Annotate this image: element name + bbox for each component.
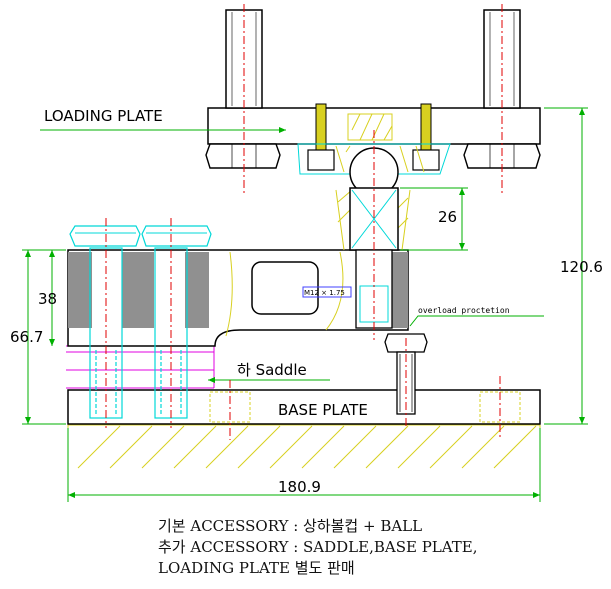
- overload-label: overload proctetion: [418, 306, 510, 315]
- saddle-label: 하 Saddle: [237, 361, 307, 379]
- caption-line-3: LOADING PLATE 별도 판매: [158, 559, 355, 577]
- foundation-hatch: [67, 424, 541, 469]
- load-cell-body: M12 × 1.75: [67, 249, 409, 347]
- technical-drawing: BASE PLATE 하 Saddle M12 × 1.75: [10, 4, 603, 502]
- saddle: [66, 345, 215, 389]
- left-bolts: [69, 225, 212, 419]
- caption-line-2: 추가 ACCESSORY : SADDLE,BASE PLATE,: [158, 538, 478, 556]
- base-plate-label: BASE PLATE: [278, 401, 368, 419]
- dim-180-9: 180.9: [278, 478, 321, 496]
- thread-box: [302, 286, 352, 298]
- dimensions: [22, 107, 588, 502]
- caption-line-1: 기본 ACCESSORY : 상하볼컵 + BALL: [158, 517, 423, 535]
- base-plate: BASE PLATE: [67, 389, 541, 425]
- loading-plate-label: LOADING PLATE: [44, 107, 163, 125]
- thread-label: M12 × 1.75: [304, 289, 345, 297]
- dim-120-6: 120.6: [560, 258, 603, 276]
- center-lines: [105, 4, 503, 440]
- dim-66-7: 66.7: [10, 328, 43, 346]
- caption: 기본 ACCESSORY : 상하볼컵 + BALL 추가 ACCESSORY …: [158, 516, 608, 579]
- dim-26: 26: [438, 208, 457, 226]
- overload-leader: [409, 315, 544, 327]
- dim-38: 38: [38, 290, 57, 308]
